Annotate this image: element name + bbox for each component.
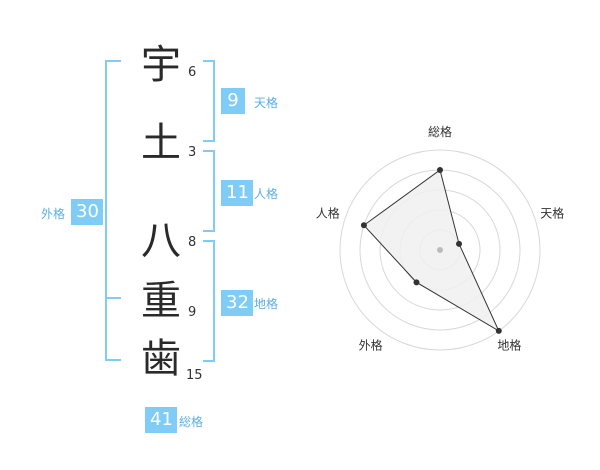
radar-point-1 (456, 240, 463, 247)
radar-ring-5 (339, 149, 541, 351)
chikaku-value: 32 (221, 290, 253, 316)
soukaku-value: 41 (145, 407, 177, 433)
radar-axis-label-2: 地格 (497, 337, 521, 352)
gaikaku-label: 外格 (41, 207, 66, 221)
chikaku-bracket (203, 240, 215, 362)
name-char-2: 土 (141, 120, 181, 166)
tenkaku-value: 9 (221, 88, 245, 114)
radar-axis-label-0: 総格 (428, 124, 452, 139)
stroke-count-1: 6 (188, 65, 197, 80)
chikaku-label: 地格 (254, 297, 279, 311)
radar-axis-label-4: 人格 (316, 206, 340, 221)
stroke-count-4: 9 (188, 305, 197, 320)
stroke-count-5: 15 (186, 368, 203, 383)
radar-area (363, 169, 500, 333)
radar-point-3 (413, 279, 420, 286)
gaikaku-value: 30 (71, 199, 103, 225)
soukaku-label: 総格 (179, 415, 204, 429)
name-char-5: 歯 (141, 336, 181, 382)
jinkaku-bracket (203, 150, 215, 232)
name-char-4: 重 (141, 278, 181, 324)
radar-axis-label-1: 天格 (540, 206, 564, 221)
radar-point-2 (495, 327, 502, 334)
radar-points (360, 167, 502, 334)
tenkaku-label: 天格 (254, 96, 279, 110)
radar-point-0 (437, 167, 443, 173)
gaikaku-bracket (105, 60, 121, 361)
name-char-3: 八 (141, 218, 181, 264)
radar-center-dot (437, 247, 443, 253)
jinkaku-value: 11 (221, 180, 253, 206)
jinkaku-label: 人格 (254, 187, 279, 201)
stroke-count-2: 3 (188, 145, 197, 160)
radar-axis-label-3: 外格 (359, 337, 383, 352)
stroke-count-3: 8 (188, 235, 197, 250)
gaikaku-bracket-mid (105, 297, 121, 299)
radar-point-4 (360, 222, 367, 229)
name-char-1: 宇 (141, 42, 181, 88)
tenkaku-bracket (203, 60, 215, 142)
